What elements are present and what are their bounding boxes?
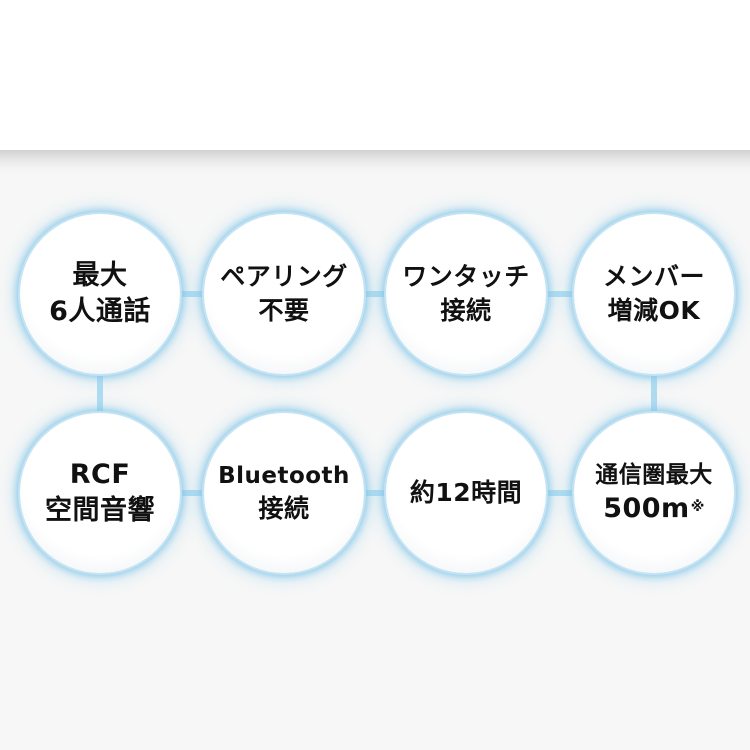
feature-label-line-2: 500m※: [603, 491, 705, 527]
feature-label-line-1: RCF: [69, 459, 131, 490]
feature-label-line-1: Bluetooth: [218, 463, 350, 489]
feature-rcf-spatial-audio: RCF 空間音響: [20, 413, 180, 573]
feature-label-line-1: 通信圏最大: [595, 462, 713, 488]
range-value: 500m: [603, 493, 690, 524]
feature-label-line-2: 不要: [258, 296, 310, 325]
feature-label-line-1: 最大: [72, 260, 128, 291]
feature-label-line-2: 接続: [440, 296, 492, 325]
feature-label-line-1: 約12時間: [409, 478, 523, 507]
feature-max-6-talk: 最大 6人通話: [20, 214, 180, 374]
band-shadow: [0, 150, 750, 176]
feature-label-line-2: 増減OK: [607, 296, 701, 325]
feature-label-line-1: ワンタッチ: [402, 262, 530, 291]
footnote-mark: ※: [690, 499, 705, 515]
feature-one-touch-connect: ワンタッチ 接続: [386, 214, 546, 374]
feature-bluetooth-connect: Bluetooth 接続: [204, 413, 364, 573]
feature-label-line-2: 6人通話: [49, 296, 151, 327]
feature-member-add-remove: メンバー 増減OK: [574, 214, 734, 374]
top-white-band: [0, 0, 750, 150]
feature-label-line-1: メンバー: [602, 262, 705, 291]
feature-range-500m: 通信圏最大 500m※: [574, 413, 734, 573]
feature-no-pairing: ペアリング 不要: [204, 214, 364, 374]
feature-label-line-2: 空間音響: [45, 495, 155, 526]
feature-label-line-1: ペアリング: [220, 262, 348, 291]
feature-label-line-2: 接続: [258, 494, 310, 523]
feature-12-hours: 約12時間: [386, 413, 546, 573]
